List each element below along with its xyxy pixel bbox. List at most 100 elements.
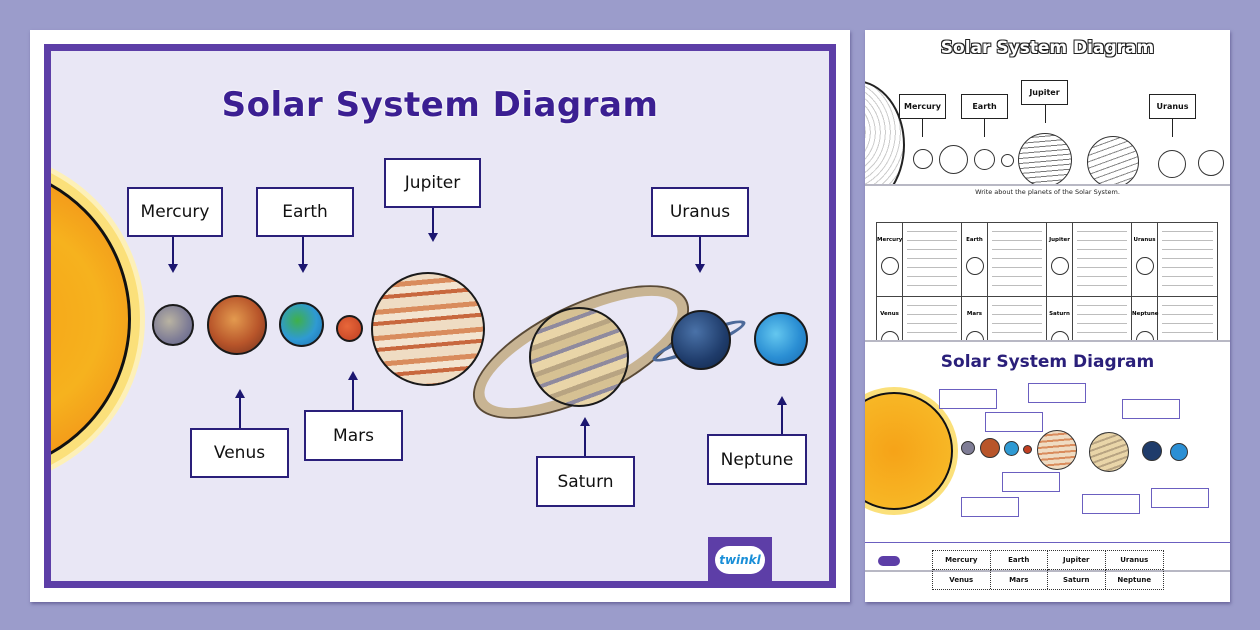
mini-venus	[980, 438, 1000, 458]
blank-label-box	[961, 497, 1019, 517]
worksheet-cell-venus: Venus	[877, 297, 962, 340]
label-earth: Earth	[256, 187, 354, 237]
outline-uranus	[1158, 150, 1186, 178]
arrow-uranus	[699, 237, 701, 267]
outline-earth	[974, 149, 995, 170]
footer-rule	[865, 542, 1230, 543]
writing-lines	[1073, 223, 1131, 296]
coloring-sheet-preview: Solar System Diagram Mercury Earth Jupit…	[865, 30, 1230, 186]
arrowhead-mercury	[168, 264, 178, 273]
saturn-outline-icon	[1051, 331, 1069, 340]
writing-lines	[903, 297, 961, 340]
coloring-arrow-mercury	[922, 119, 923, 137]
worksheet-grid: Mercury Earth Jupiter Uranus Venus Mars …	[876, 222, 1218, 340]
worksheet-cell-mercury: Mercury	[877, 223, 962, 297]
neptune-planet	[754, 312, 808, 366]
arrow-saturn	[584, 424, 586, 456]
word-cards-table: Mercury Earth Jupiter Uranus Venus Mars …	[932, 550, 1164, 590]
writing-worksheet-preview: Write about the planets of the Solar Sys…	[865, 186, 1230, 342]
label-jupiter: Jupiter	[384, 158, 481, 208]
earth-planet	[279, 302, 324, 347]
arrowhead-uranus	[695, 264, 705, 273]
jupiter-planet	[371, 272, 485, 386]
uranus-outline-icon	[1136, 257, 1154, 275]
venus-outline-icon	[881, 331, 899, 340]
writing-lines	[988, 297, 1046, 340]
label-uranus: Uranus	[651, 187, 749, 237]
mars-outline-icon	[966, 331, 984, 340]
outline-mars	[1001, 154, 1014, 167]
coloring-label-jupiter: Jupiter	[1021, 80, 1068, 105]
outline-mercury	[913, 149, 933, 169]
label-mercury: Mercury	[127, 187, 223, 237]
blank-diagram-preview: Solar System Diagram	[865, 342, 1230, 542]
label-mars: Mars	[304, 410, 403, 461]
worksheet-cell-uranus: Uranus	[1132, 223, 1217, 297]
word-card: Saturn	[1048, 570, 1106, 589]
blank-diagram-title: Solar System Diagram	[940, 352, 1155, 372]
poster-title: Solar System Diagram	[221, 85, 659, 125]
poster-frame: Solar System Diagram Mercury	[44, 44, 836, 588]
solar-system-poster: Solar System Diagram Mercury	[30, 30, 850, 602]
arrow-venus	[239, 396, 241, 428]
arrow-jupiter	[432, 208, 434, 236]
mini-sun	[865, 392, 953, 510]
worksheet-cell-saturn: Saturn	[1047, 297, 1132, 340]
writing-lines	[1158, 223, 1217, 296]
coloring-arrow-earth	[984, 119, 985, 137]
mini-jupiter	[1037, 430, 1077, 470]
blank-label-box	[1028, 383, 1086, 403]
word-card: Mars	[991, 570, 1048, 589]
venus-planet	[207, 295, 267, 355]
arrowhead-neptune	[777, 396, 787, 405]
mini-mercury	[961, 441, 975, 455]
writing-lines	[1073, 297, 1131, 340]
arrow-neptune	[781, 403, 783, 435]
mini-mars	[1023, 445, 1032, 454]
uranus-planet	[645, 306, 755, 376]
writing-lines	[1158, 297, 1217, 340]
neptune-outline-icon	[1136, 331, 1154, 340]
arrowhead-mars	[348, 371, 358, 380]
worksheet-cell-neptune: Neptune	[1132, 297, 1217, 340]
writing-lines	[903, 223, 961, 296]
mini-saturn	[1089, 432, 1129, 472]
coloring-label-mercury: Mercury	[899, 94, 946, 119]
blank-label-box	[939, 389, 997, 409]
worksheet-cell-earth: Earth	[962, 223, 1047, 297]
twinkl-logo-tab: twinkl	[708, 537, 772, 581]
arrowhead-saturn	[580, 417, 590, 426]
coloring-sheet-title: Solar System Diagram	[940, 38, 1155, 58]
blank-label-box	[985, 412, 1043, 432]
label-saturn: Saturn	[536, 456, 635, 507]
word-card: Venus	[933, 570, 991, 589]
twinkl-logo: twinkl	[715, 546, 765, 574]
word-card: Jupiter	[1048, 551, 1106, 570]
label-neptune: Neptune	[707, 434, 807, 485]
arrow-earth	[302, 237, 304, 267]
coloring-label-uranus: Uranus	[1149, 94, 1196, 119]
blank-label-box	[1002, 472, 1060, 492]
coloring-arrow-uranus	[1172, 119, 1173, 137]
arrowhead-venus	[235, 389, 245, 398]
blank-label-box	[1151, 488, 1209, 508]
word-card: Earth	[990, 551, 1048, 570]
worksheet-cell-jupiter: Jupiter	[1047, 223, 1132, 297]
blank-label-box	[1122, 399, 1180, 419]
resource-preview-stack: Solar System Diagram Mercury Earth Jupit…	[865, 30, 1230, 602]
word-card: Mercury	[933, 551, 991, 570]
outline-saturn	[1087, 136, 1139, 184]
outline-neptune	[1198, 150, 1224, 176]
word-card: Uranus	[1105, 551, 1163, 570]
earth-outline-icon	[966, 257, 984, 275]
worksheet-cell-mars: Mars	[962, 297, 1047, 340]
label-venus: Venus	[190, 428, 289, 478]
mars-planet	[336, 315, 363, 342]
coloring-label-earth: Earth	[961, 94, 1008, 119]
twinkl-mini-logo	[878, 556, 900, 566]
mini-earth	[1004, 441, 1019, 456]
coloring-arrow-jupiter	[1045, 105, 1046, 123]
mini-uranus	[1142, 441, 1162, 461]
mercury-outline-icon	[881, 257, 899, 275]
arrowhead-earth	[298, 264, 308, 273]
